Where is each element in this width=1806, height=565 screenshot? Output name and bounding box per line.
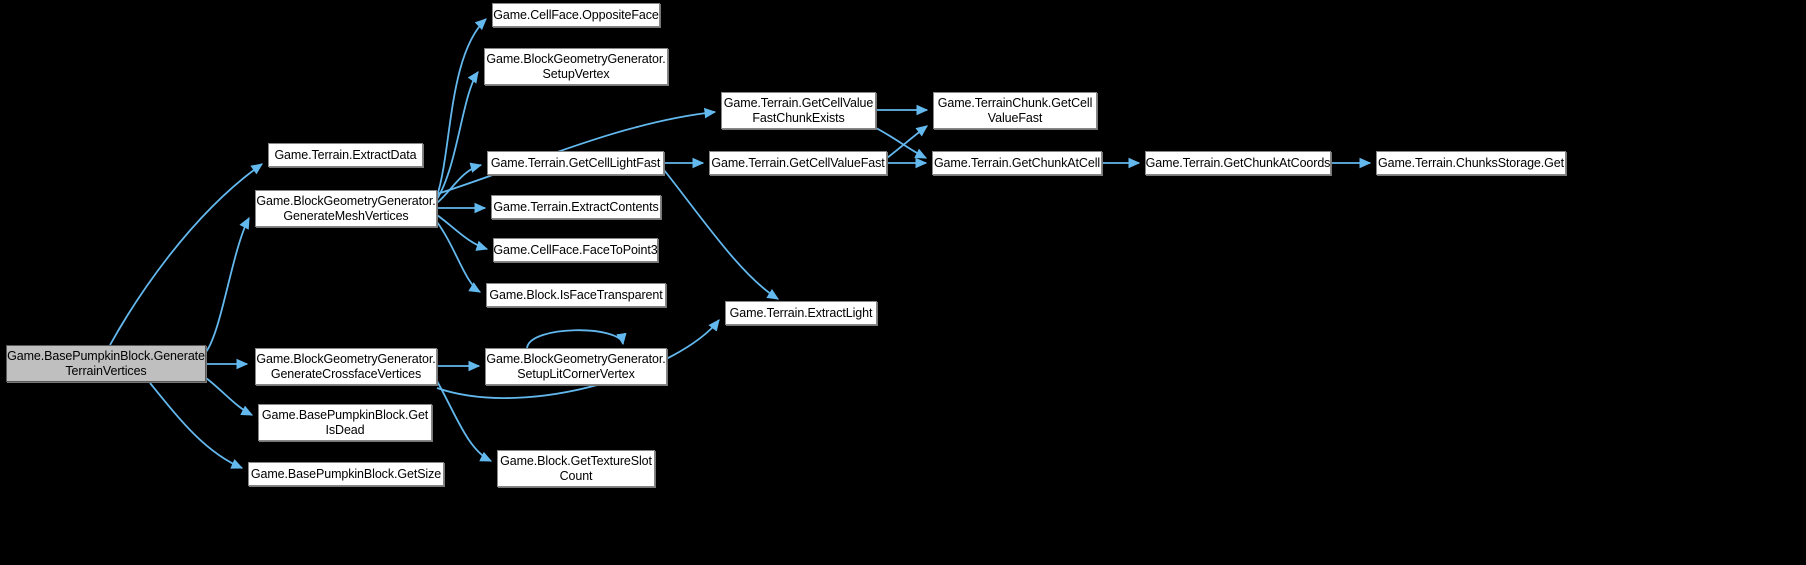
graph-edge [205,216,250,353]
graph-edge [436,221,482,293]
graph-edge [436,71,479,200]
graph-edge [663,169,779,300]
graph-node[interactable]: Game.TerrainChunk.GetCell ValueFast [933,92,1097,129]
graph-node[interactable]: Game.Terrain.GetCellValueFast [709,151,887,175]
graph-node[interactable]: Game.Terrain.GetCellLightFast [487,151,664,175]
graph-node[interactable]: Game.BasePumpkinBlock.GetSize [248,462,444,486]
graph-node[interactable]: Game.Terrain.ExtractContents [491,195,661,219]
graph-node[interactable]: Game.Block.GetTextureSlot Count [497,450,655,487]
graph-edge [436,18,487,197]
graph-node[interactable]: Game.BlockGeometryGenerator. SetupLitCor… [485,348,667,385]
graph-edge [149,382,244,469]
graph-edge [436,162,483,204]
graph-edge [886,125,928,159]
graph-node[interactable]: Game.Terrain.ExtractData [268,143,423,167]
graph-node-root[interactable]: Game.BasePumpkinBlock.Generate TerrainVe… [6,345,206,382]
graph-node[interactable]: Game.BlockGeometryGenerator. GenerateCro… [255,348,437,385]
graph-node[interactable]: Game.BasePumpkinBlock.Get IsDead [258,404,432,441]
graph-node[interactable]: Game.Terrain.ExtractLight [725,301,877,325]
graph-edge [109,163,263,346]
graph-edge [436,214,489,251]
edge-group [109,18,1372,469]
graph-node[interactable]: Game.CellFace.FaceToPoint3 [493,238,658,262]
graph-edge [436,380,493,462]
graph-node[interactable]: Game.Terrain.ChunksStorage.Get [1376,151,1566,175]
graph-node[interactable]: Game.Terrain.GetCellValue FastChunkExist… [721,92,876,129]
graph-node[interactable]: Game.Terrain.GetChunkAtCell [932,151,1102,175]
graph-node[interactable]: Game.CellFace.OppositeFace [492,3,660,27]
graph-node[interactable]: Game.Terrain.GetChunkAtCoords [1145,151,1331,175]
graph-edge [526,329,627,349]
graph-edge [205,377,254,416]
graph-node[interactable]: Game.BlockGeometryGenerator. SetupVertex [484,48,668,85]
graph-node[interactable]: Game.Block.IsFaceTransparent [486,283,666,307]
graph-node[interactable]: Game.BlockGeometryGenerator. GenerateMes… [255,190,437,227]
